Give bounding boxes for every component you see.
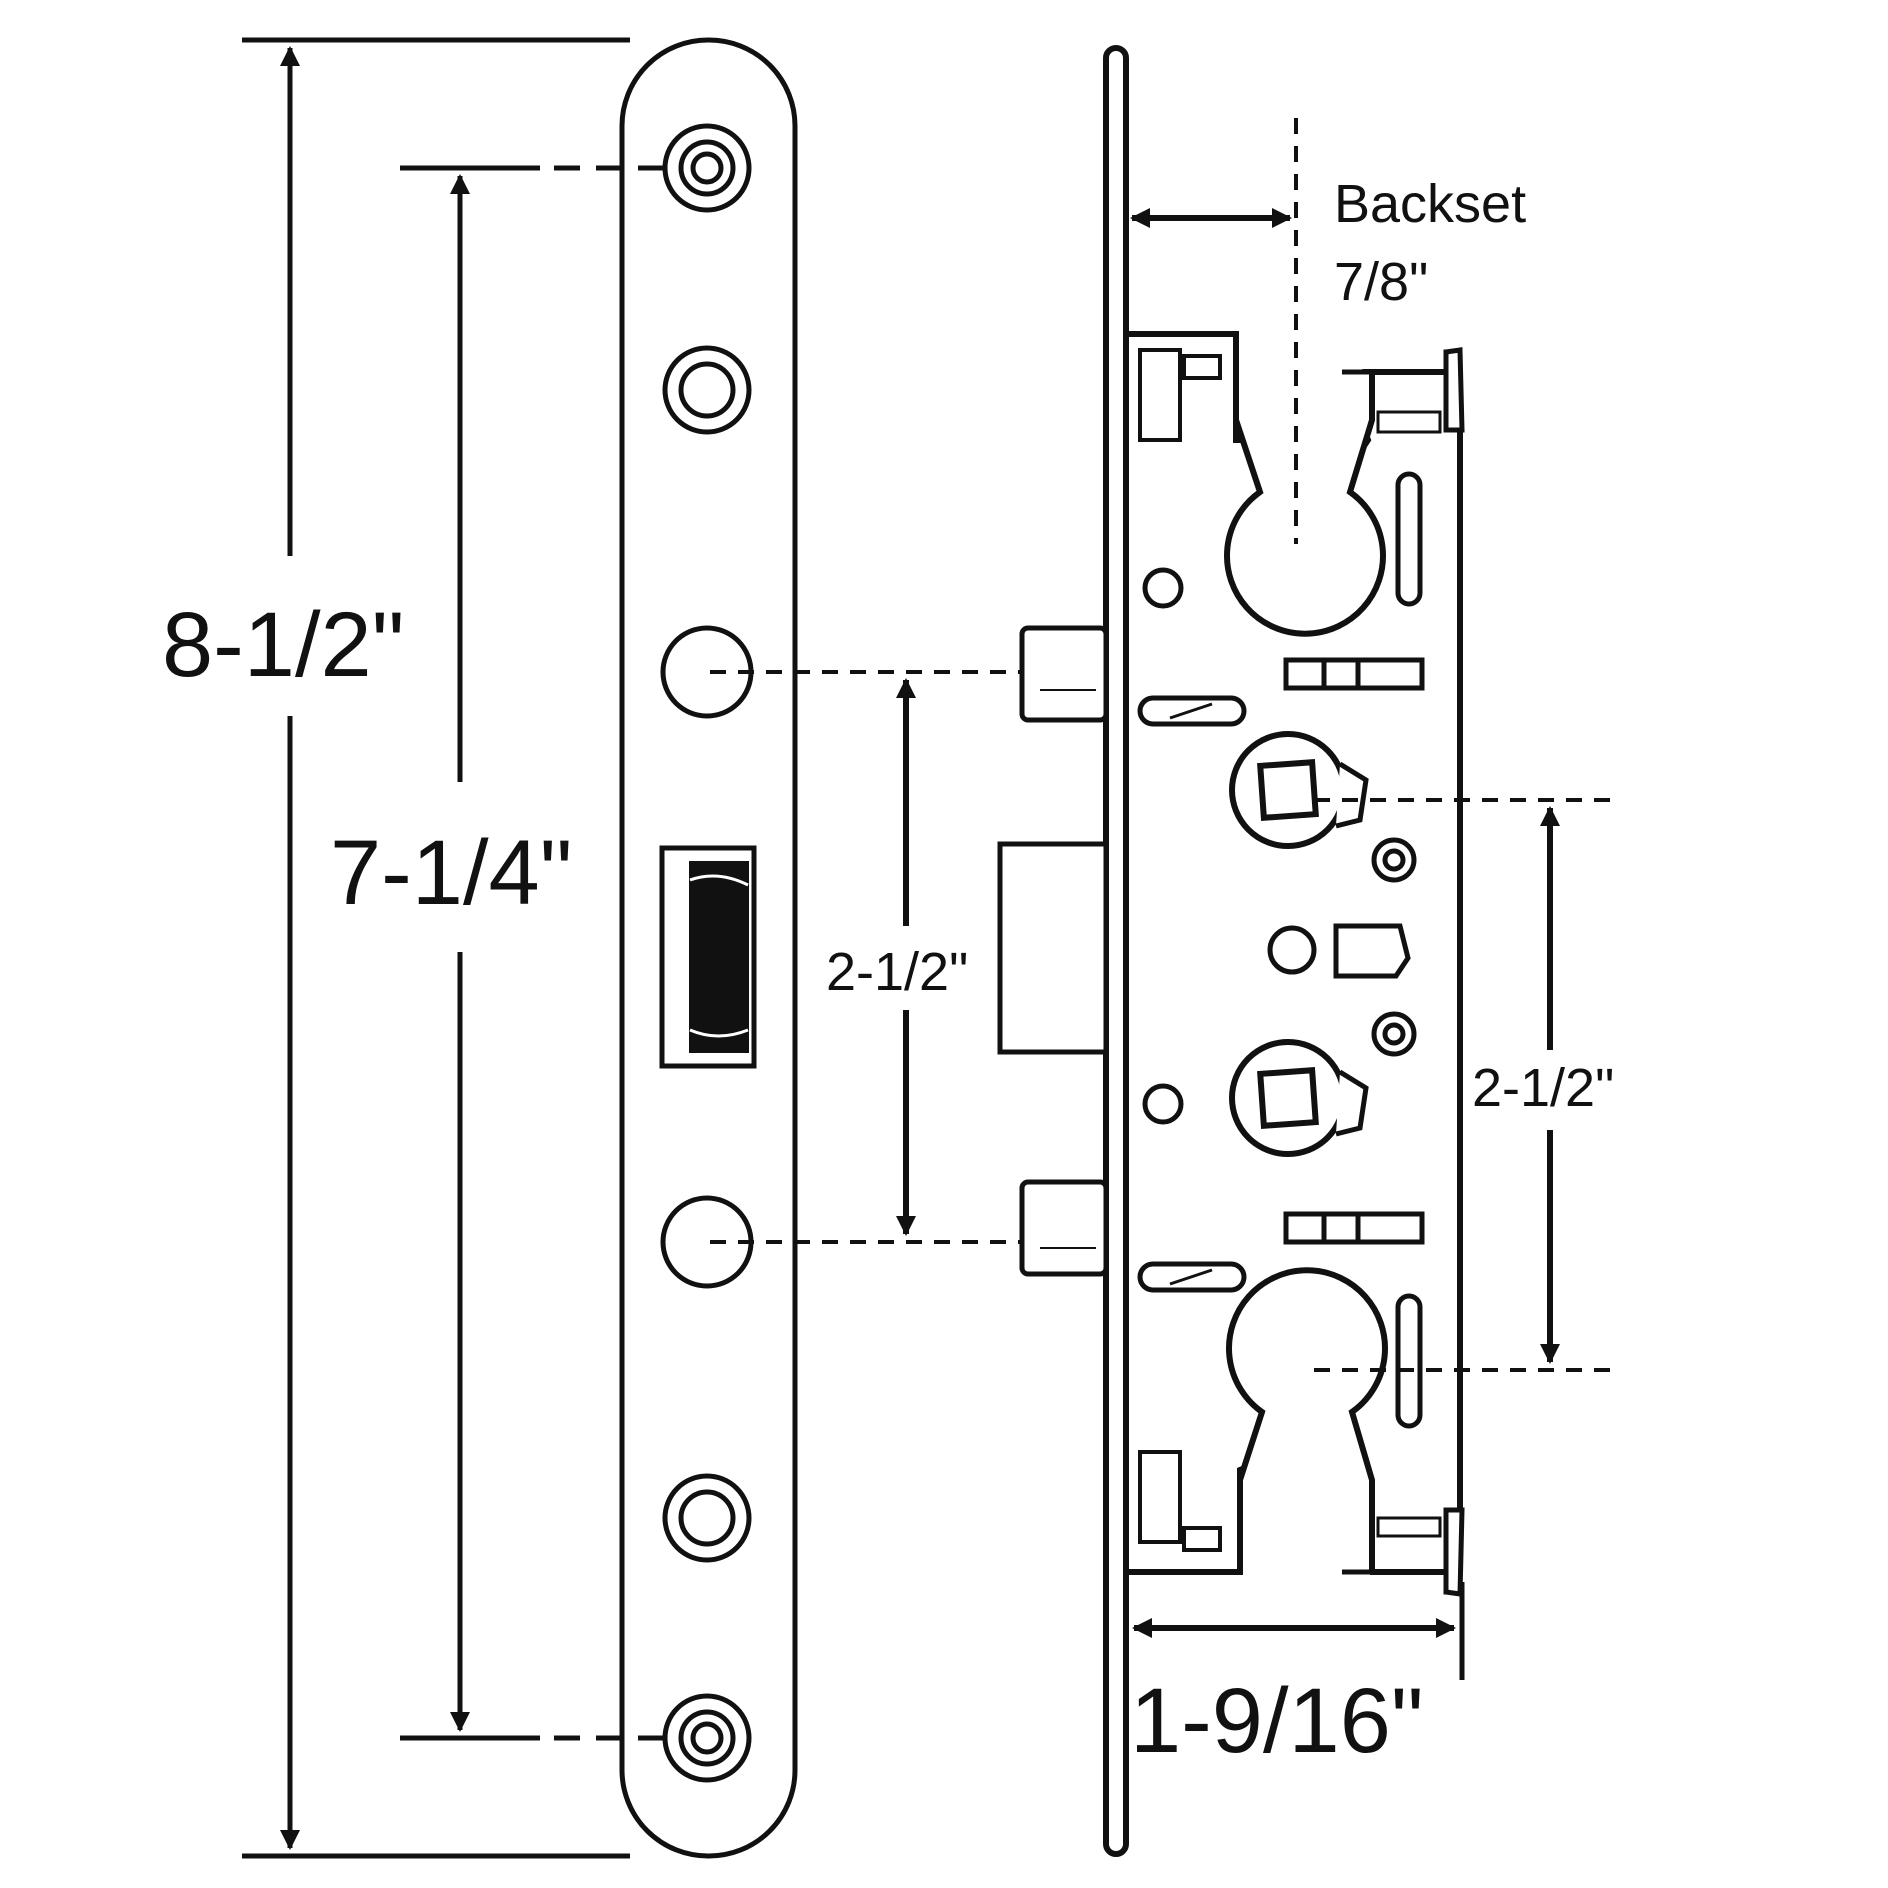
bolt-projections [997, 625, 1109, 1277]
dimension-backset-lines [1130, 118, 1298, 544]
dimension-screw-spacing-lines [400, 165, 664, 1741]
faceplate-screw-holes [660, 123, 754, 1783]
bolt-hole-upper [660, 625, 754, 719]
faceplate-latch-opening [659, 845, 757, 1069]
bolt-hole-lower [660, 1195, 754, 1289]
lower-bolt [1019, 1179, 1109, 1277]
hub-lower [1229, 1039, 1369, 1157]
screw-hole-lower [662, 1473, 752, 1563]
upper-bolt [1019, 625, 1109, 723]
dimension-cylinder-spacing: 2-1/2" [1472, 1058, 1614, 1118]
case-hooks [1342, 347, 1465, 1597]
screw-hole-upper [662, 345, 752, 435]
dimension-backset-value: 7/8" [1334, 252, 1428, 312]
screw-hole-bottom [662, 1693, 752, 1783]
dimension-overall-height: 8-1/2" [162, 594, 404, 696]
hub-upper [1229, 731, 1369, 849]
latch-block [997, 841, 1109, 1055]
dimension-overall-height-lines [242, 37, 630, 1859]
dimension-cylinder-spacing-lines [1314, 798, 1620, 1372]
dimension-bolt-spacing-lines [710, 670, 1020, 1244]
dimension-screw-spacing: 7-1/4" [330, 822, 572, 924]
dimension-backset-label: Backset [1334, 174, 1526, 234]
screw-hole-top [662, 123, 752, 213]
dimension-case-depth: 1-9/16" [1130, 1670, 1424, 1772]
dimension-bolt-spacing: 2-1/2" [826, 942, 968, 1002]
case-details [1137, 348, 1425, 1552]
dimension-case-depth-lines [1132, 1582, 1465, 1680]
